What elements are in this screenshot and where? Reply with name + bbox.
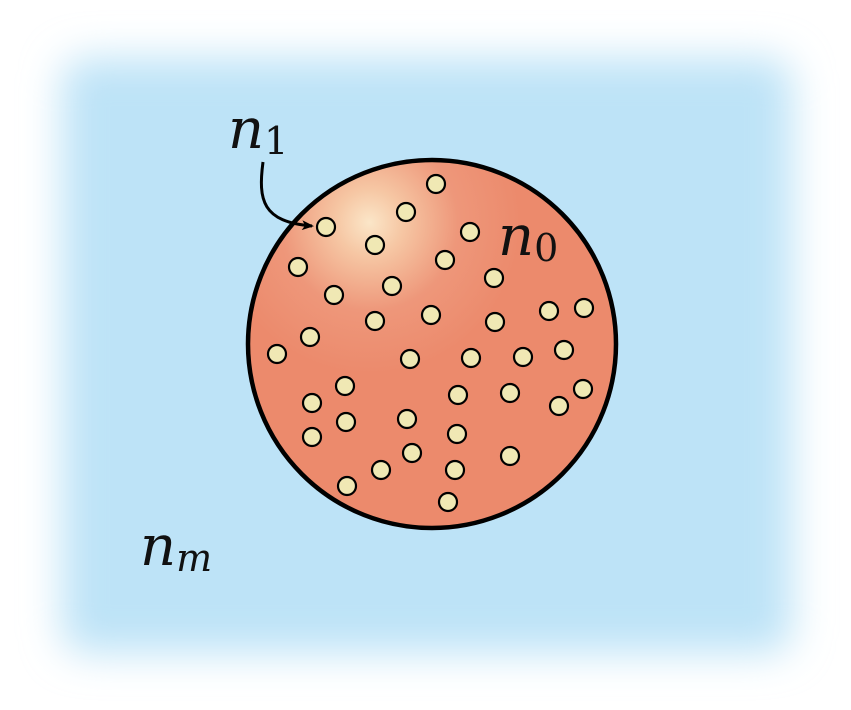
- inclusion-dot: [301, 392, 323, 414]
- inclusion-dot: [315, 216, 337, 238]
- inclusion-dot: [266, 343, 288, 365]
- inclusions-group: [266, 173, 595, 513]
- inclusion-dot: [553, 339, 575, 361]
- inclusion-dot: [434, 249, 456, 271]
- inclusion-dot: [425, 173, 447, 195]
- inclusion-dot: [370, 459, 392, 481]
- inclusion-dot: [572, 378, 594, 400]
- inclusion-dot: [399, 348, 421, 370]
- inclusion-dot: [364, 310, 386, 332]
- inclusion-dot: [364, 234, 386, 256]
- inclusion-dot: [538, 300, 560, 322]
- host-sphere: [245, 157, 619, 531]
- inclusion-dot: [548, 395, 570, 417]
- inclusion-dot: [323, 284, 345, 306]
- medium-index-label: nm: [140, 514, 212, 580]
- inclusion-dot: [459, 221, 481, 243]
- inclusion-dot: [460, 347, 482, 369]
- inclusion-dot: [420, 304, 442, 326]
- inclusion-dot: [447, 384, 469, 406]
- inclusion-dot: [573, 297, 595, 319]
- inclusion-dot: [512, 346, 534, 368]
- inclusion-dot: [499, 382, 521, 404]
- inclusion-dot: [446, 423, 468, 445]
- inclusion-pointer-arrow: [259, 161, 314, 231]
- inclusion-dot: [483, 267, 505, 289]
- inclusion-dot: [336, 475, 358, 497]
- inclusion-dot: [301, 426, 323, 448]
- inclusion-dot: [437, 491, 459, 513]
- inclusion-dot: [395, 201, 417, 223]
- inclusion-dot: [401, 442, 423, 464]
- inclusion-dot: [299, 326, 321, 348]
- inclusion-dot: [287, 256, 309, 278]
- inclusion-dot: [335, 411, 357, 433]
- inclusion-dot: [499, 445, 521, 467]
- inclusion-dot: [381, 275, 403, 297]
- inclusion-dot: [444, 459, 466, 481]
- inclusion-dot: [484, 311, 506, 333]
- inclusion-index-label: n1: [228, 97, 288, 163]
- inclusion-dot: [396, 408, 418, 430]
- inclusion-dot: [334, 375, 356, 397]
- sphere-index-label: n0: [498, 204, 558, 270]
